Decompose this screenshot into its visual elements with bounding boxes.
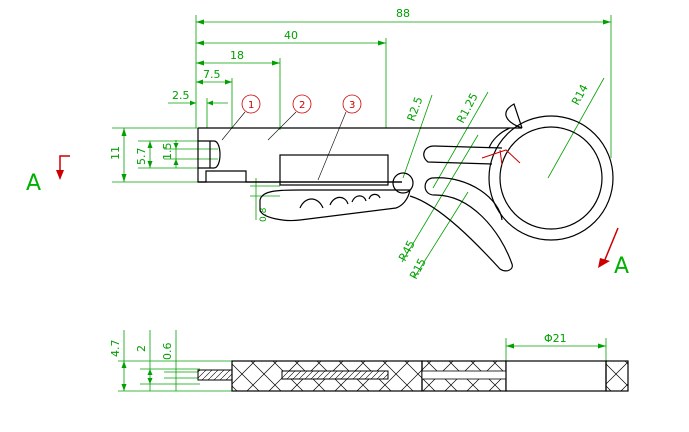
- section-letter-left: A: [26, 171, 41, 196]
- dim-length-40: 40: [284, 29, 298, 42]
- dimension-lines: [112, 15, 612, 279]
- dim-thickness-4-7: 4.7: [109, 340, 122, 358]
- section-view: 4.7 2 0.6 Φ21: [109, 330, 629, 392]
- dim-height-5-7: 5.7: [135, 148, 148, 166]
- dim-length-7-5: 7.5: [203, 68, 221, 81]
- dim-overall-length: 88: [396, 7, 410, 20]
- callout-2: 2: [299, 100, 305, 111]
- section-letter-right: A: [614, 254, 629, 279]
- section-marks: A A: [26, 155, 629, 279]
- section-arrow-right: [603, 227, 619, 263]
- stripper-top-view: [197, 103, 614, 272]
- dim-thickness-0-6: 0.6: [161, 343, 174, 361]
- dim-height-1-5: 1.5: [161, 143, 174, 161]
- dim-radius-1-25: R1.25: [454, 91, 481, 125]
- dim-height-11: 11: [109, 146, 122, 160]
- dimension-labels: 88 40 18 7.5 2.5 11 5.7 1.5 0.8 R2.5 R1.…: [109, 7, 591, 281]
- dim-radius-14: R14: [569, 82, 591, 107]
- callout-3: 3: [349, 100, 355, 111]
- callout-balloons: 1 2 3: [221, 94, 362, 181]
- dim-thickness-2: 2: [135, 345, 148, 352]
- dim-length-2-5: 2.5: [172, 89, 190, 102]
- dim-length-18: 18: [230, 49, 244, 62]
- section-arrow-left: [59, 155, 70, 170]
- dim-diameter-21: Φ21: [544, 332, 567, 345]
- callout-1: 1: [248, 100, 254, 111]
- dim-radius-2-5: R2.5: [405, 95, 426, 123]
